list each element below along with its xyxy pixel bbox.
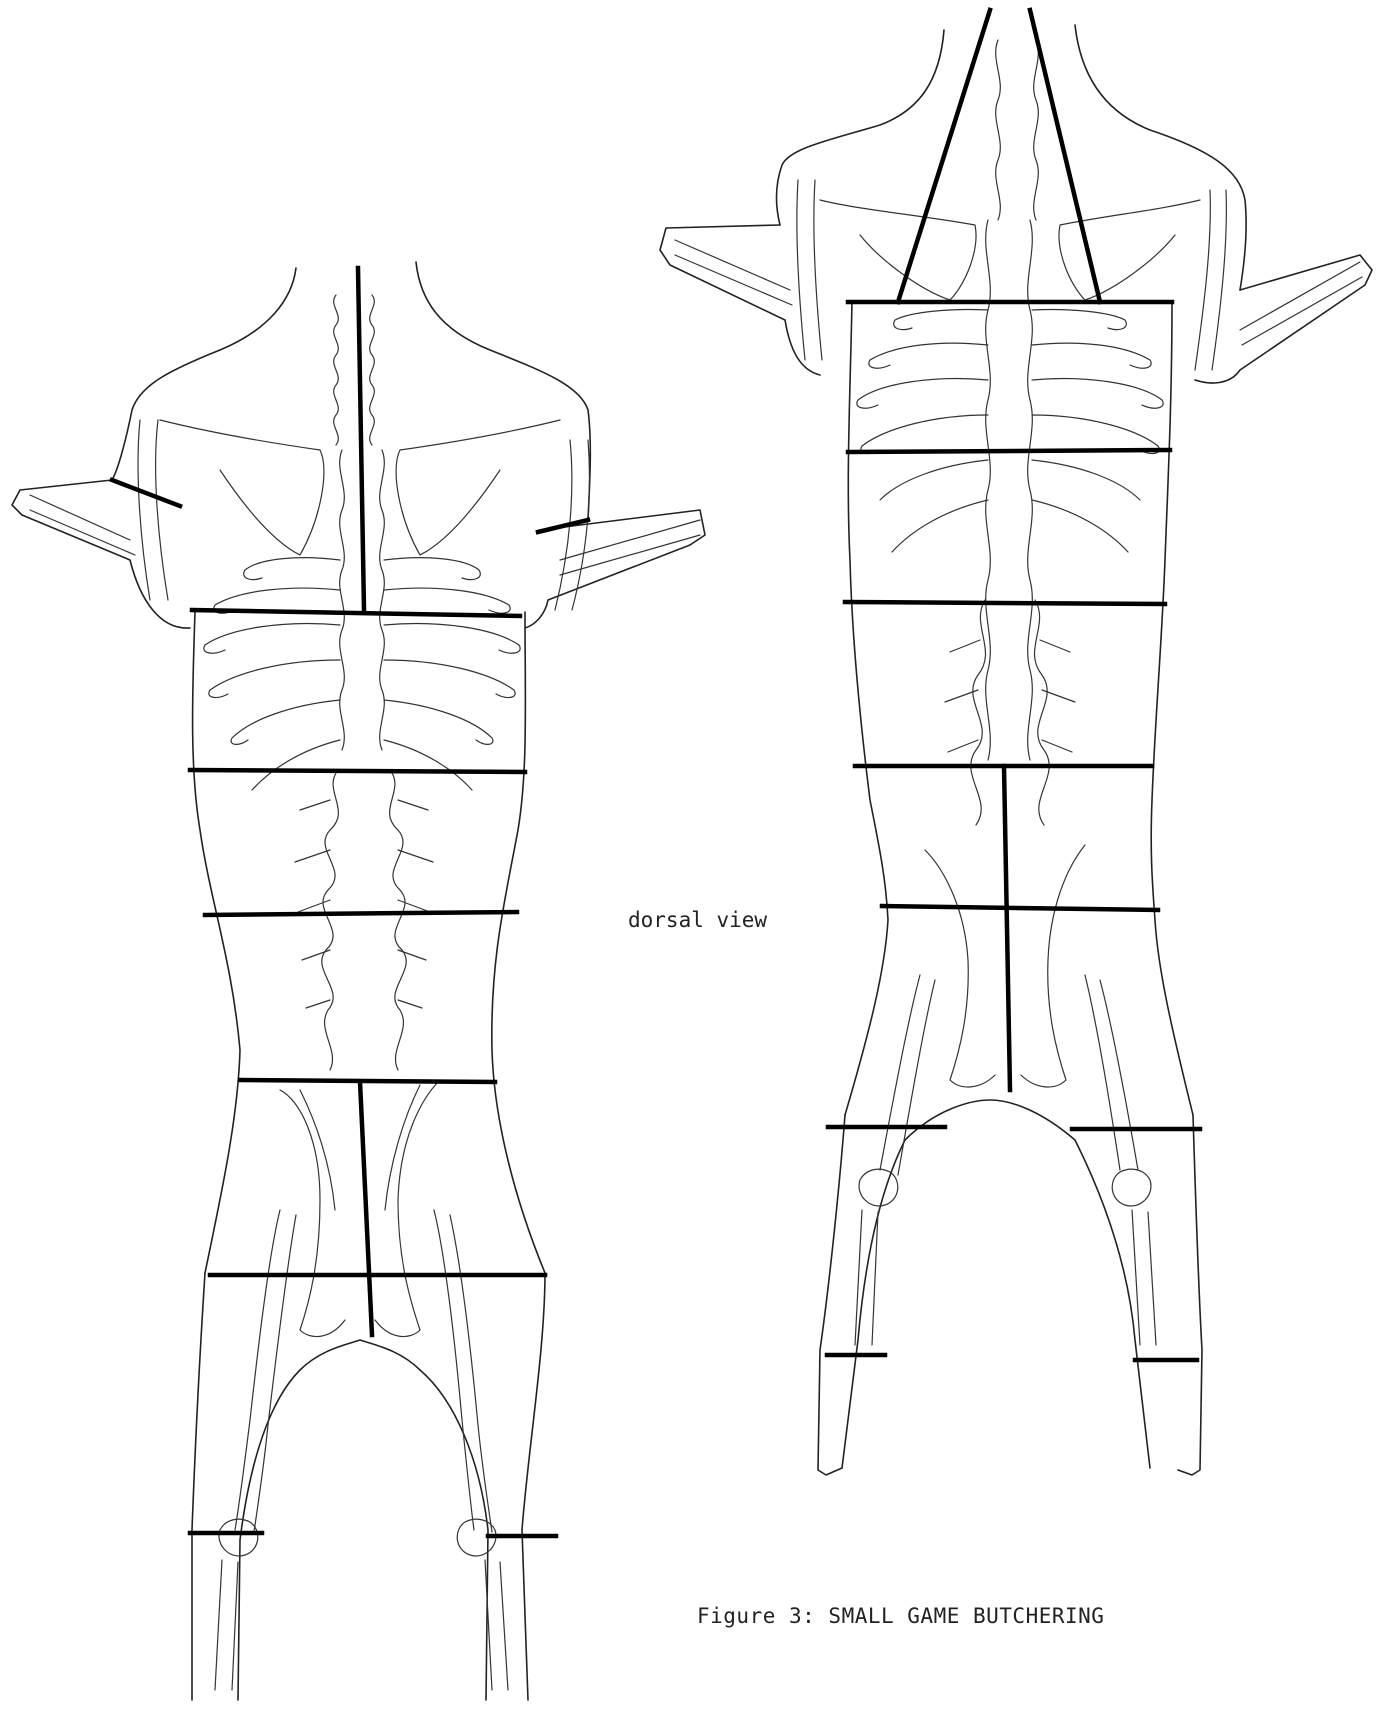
right-cut-3 — [845, 602, 1165, 604]
right-spine-cut — [1004, 766, 1010, 1090]
left-carcass — [12, 262, 705, 1700]
left-cut-lines — [112, 268, 588, 1536]
right-cut-2 — [848, 450, 1170, 452]
left-arm-cut-left — [112, 480, 180, 506]
figure-caption: Figure 3: SMALL GAME BUTCHERING — [697, 1604, 1104, 1628]
left-cut-1 — [192, 610, 520, 616]
left-spine-cut-upper — [358, 268, 364, 610]
left-spine-cut-lower — [360, 1082, 372, 1335]
right-skeleton — [675, 40, 1362, 1345]
left-cut-2 — [190, 770, 525, 772]
left-body-outline — [12, 262, 705, 1700]
right-neck-cut-right — [1030, 10, 1100, 302]
right-carcass — [660, 10, 1372, 1475]
left-skeleton — [30, 295, 700, 1690]
right-neck-cut-left — [898, 10, 990, 302]
dorsal-view-label: dorsal view — [628, 908, 767, 932]
left-arm-cut-right — [538, 520, 588, 532]
right-body-outline — [660, 25, 1372, 1475]
left-cut-4 — [240, 1080, 495, 1082]
right-cut-5 — [882, 906, 1158, 910]
left-cut-3 — [205, 912, 517, 915]
